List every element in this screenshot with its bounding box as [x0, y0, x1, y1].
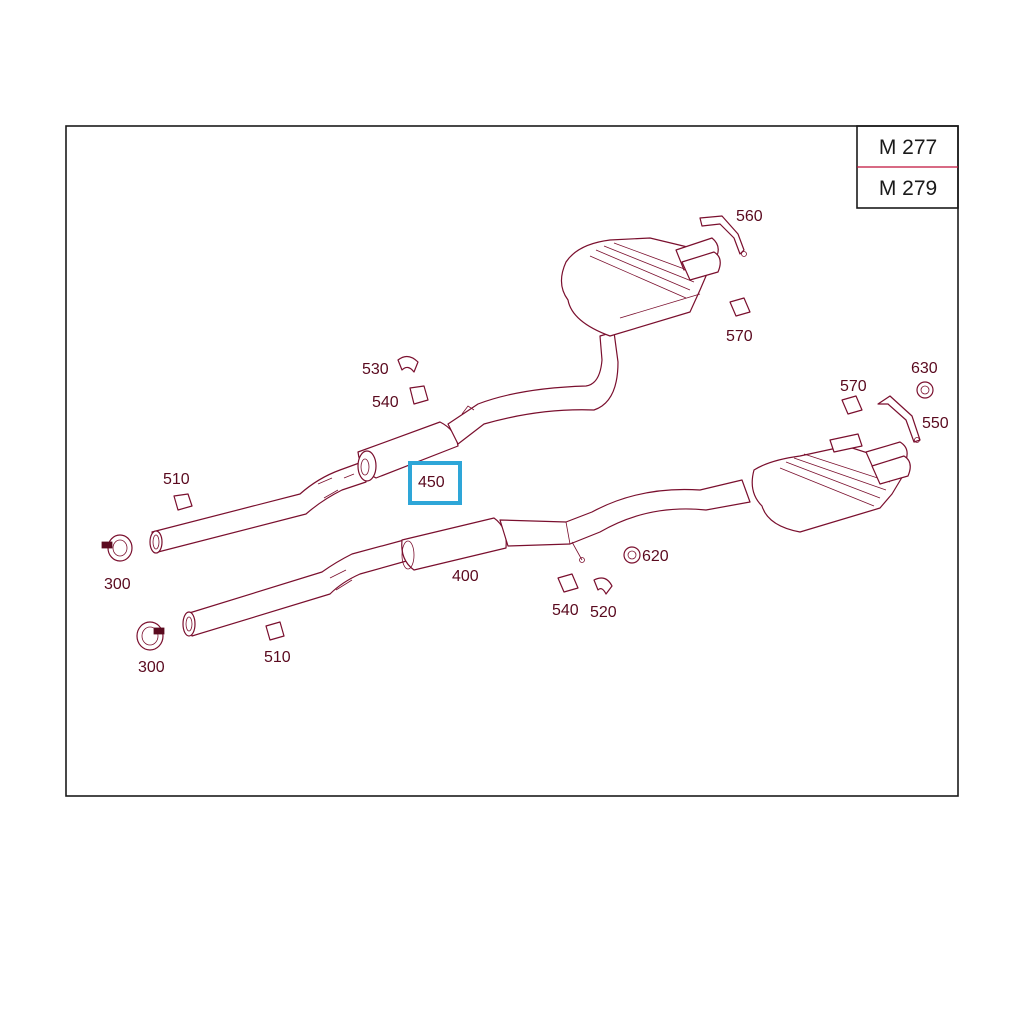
nut-630 — [916, 381, 934, 399]
mount-540-upper — [409, 385, 429, 405]
callout-630: 630 — [911, 360, 938, 377]
callout-450: 450 — [418, 474, 445, 491]
engine-label-2: M 279 — [879, 177, 937, 200]
engine-label-1: M 277 — [879, 136, 937, 159]
upper-exhaust-pipe — [149, 215, 747, 554]
rubber-mount-510-lower — [265, 621, 285, 641]
callout-540-lower: 540 — [552, 602, 579, 619]
callout-300-upper: 300 — [104, 576, 131, 593]
clip-530 — [397, 355, 419, 373]
selected-part-highlight — [408, 461, 462, 505]
callout-510-lower: 510 — [264, 649, 291, 666]
mount-570-lower — [841, 395, 863, 415]
diagram-frame — [65, 125, 959, 797]
clamp-300-lower — [136, 621, 165, 651]
lower-exhaust-pipe — [182, 395, 921, 637]
engine-box: M 277 M 279 — [856, 125, 959, 209]
nut-620 — [623, 546, 641, 564]
callout-520: 520 — [590, 604, 617, 621]
callout-530: 530 — [362, 361, 389, 378]
callout-620: 620 — [642, 548, 669, 565]
callout-510-upper: 510 — [163, 471, 190, 488]
callout-540-upper: 540 — [372, 394, 399, 411]
mount-540-lower — [557, 573, 579, 593]
callout-550: 550 — [922, 415, 949, 432]
callout-400: 400 — [452, 568, 479, 585]
callout-570-upper: 570 — [726, 328, 753, 345]
callout-300-lower: 300 — [138, 659, 165, 676]
mount-570-upper — [729, 297, 751, 317]
callout-560: 560 — [736, 208, 763, 225]
rubber-mount-510-upper — [173, 493, 193, 511]
callout-570-lower: 570 — [840, 378, 867, 395]
clamp-300-upper — [101, 534, 133, 562]
clip-520 — [593, 577, 613, 595]
